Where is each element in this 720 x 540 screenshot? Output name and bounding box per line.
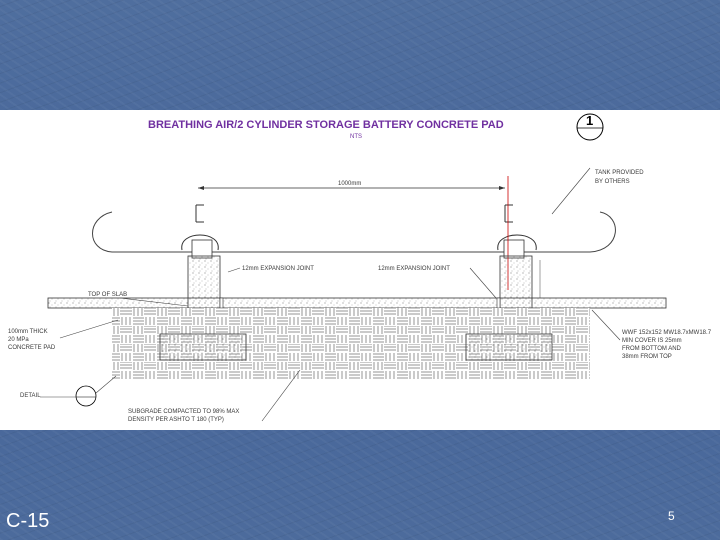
slide-code: C-15 — [6, 510, 50, 532]
detail-number: 1 — [586, 113, 593, 128]
left-expansion-joint — [219, 297, 224, 309]
dimension-label: 1000mm — [338, 181, 361, 187]
concrete-slab — [47, 297, 667, 309]
dimension-line: 1000mm — [198, 181, 505, 190]
pad-leader — [59, 319, 119, 339]
pad-note-3: CONCRETE PAD — [8, 345, 56, 351]
joint-right-note: 12mm EXPANSION JOINT — [378, 266, 450, 272]
subgrade-leader — [261, 369, 301, 422]
tank-note-1: TANK PROVIDED — [595, 170, 644, 176]
mesh-note-4: 38mm FROM TOP — [622, 354, 672, 360]
edge-note: TOP OF SLAB — [88, 292, 127, 298]
right-leg — [497, 176, 537, 290]
mesh-note-1: WWF 152x152 MW18.7xMW18.7 — [622, 330, 712, 336]
page-number: 5 — [668, 509, 675, 523]
drawing-scale: NTS — [350, 134, 362, 140]
detail-bubble: 1 — [576, 113, 604, 141]
mesh-leader — [591, 309, 621, 341]
joint-right-leader — [469, 267, 497, 299]
right-expansion-joint — [496, 297, 501, 309]
detail-reference: DETAIL — [20, 375, 117, 407]
subgrade-note-1: SUBGRADE COMPACTED TO 98% MAX — [128, 409, 239, 415]
pad-note-2: 20 MPa — [8, 337, 29, 343]
mesh-note-2: MIN COVER IS 25mm — [622, 338, 682, 344]
left-footing — [159, 333, 247, 361]
pad-note-1: 100mm THICK — [8, 329, 48, 335]
tank-note-2: BY OTHERS — [595, 179, 630, 185]
drawing-title: BREATHING AIR/2 CYLINDER STORAGE BATTERY… — [148, 119, 504, 131]
joint-left-leader — [227, 267, 241, 273]
left-leg — [181, 204, 219, 259]
tank-outline — [92, 211, 616, 253]
drawing-panel: BREATHING AIR/2 CYLINDER STORAGE BATTERY… — [0, 110, 720, 430]
concrete-pad-detail-drawing: BREATHING AIR/2 CYLINDER STORAGE BATTERY… — [8, 113, 712, 423]
right-footing — [465, 333, 553, 361]
tank-leader — [551, 167, 591, 215]
subgrade-note-2: DENSITY PER ASHTO T 180 (TYP) — [128, 417, 224, 423]
mesh-note-3: FROM BOTTOM AND — [622, 346, 682, 352]
edge-leader — [119, 297, 189, 307]
detail-ref-label: DETAIL — [20, 393, 41, 399]
joint-left-note: 12mm EXPANSION JOINT — [242, 266, 314, 272]
